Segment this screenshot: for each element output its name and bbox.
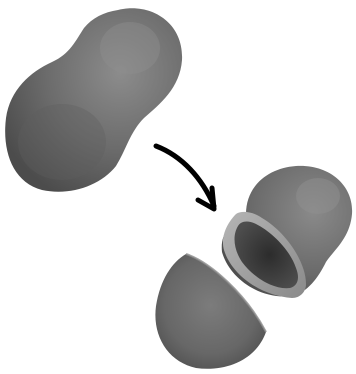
intact-body-highlight (100, 22, 160, 74)
curved-arrow-icon (156, 146, 214, 209)
intact-body (5, 8, 182, 191)
split-body-upper (222, 166, 352, 298)
arrow-shaft (156, 146, 214, 206)
split-upper-highlight (296, 178, 340, 214)
intact-body-lower-shade (18, 104, 106, 180)
